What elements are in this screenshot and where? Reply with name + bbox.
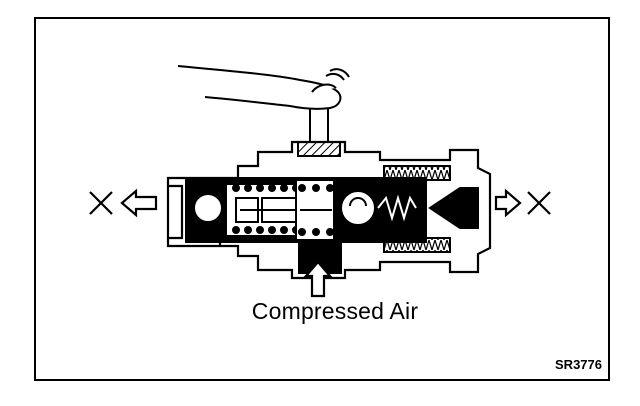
valve-internals <box>185 165 479 253</box>
x-mark-icon <box>527 191 551 215</box>
x-mark-icon <box>89 191 113 215</box>
right-check-ball <box>340 190 376 226</box>
arrow-left-icon <box>120 188 158 218</box>
compressed-air-label: Compressed Air <box>251 298 419 324</box>
arrow-up-icon <box>303 260 333 298</box>
figure-code: SR3776 <box>555 357 602 372</box>
push-button <box>297 141 341 157</box>
finger-pressing-icon <box>177 65 350 142</box>
right-outlet-indicator <box>494 188 551 218</box>
arrow-right-icon <box>494 188 522 218</box>
left-check-ball <box>193 193 223 223</box>
left-outlet-indicator <box>89 188 158 218</box>
